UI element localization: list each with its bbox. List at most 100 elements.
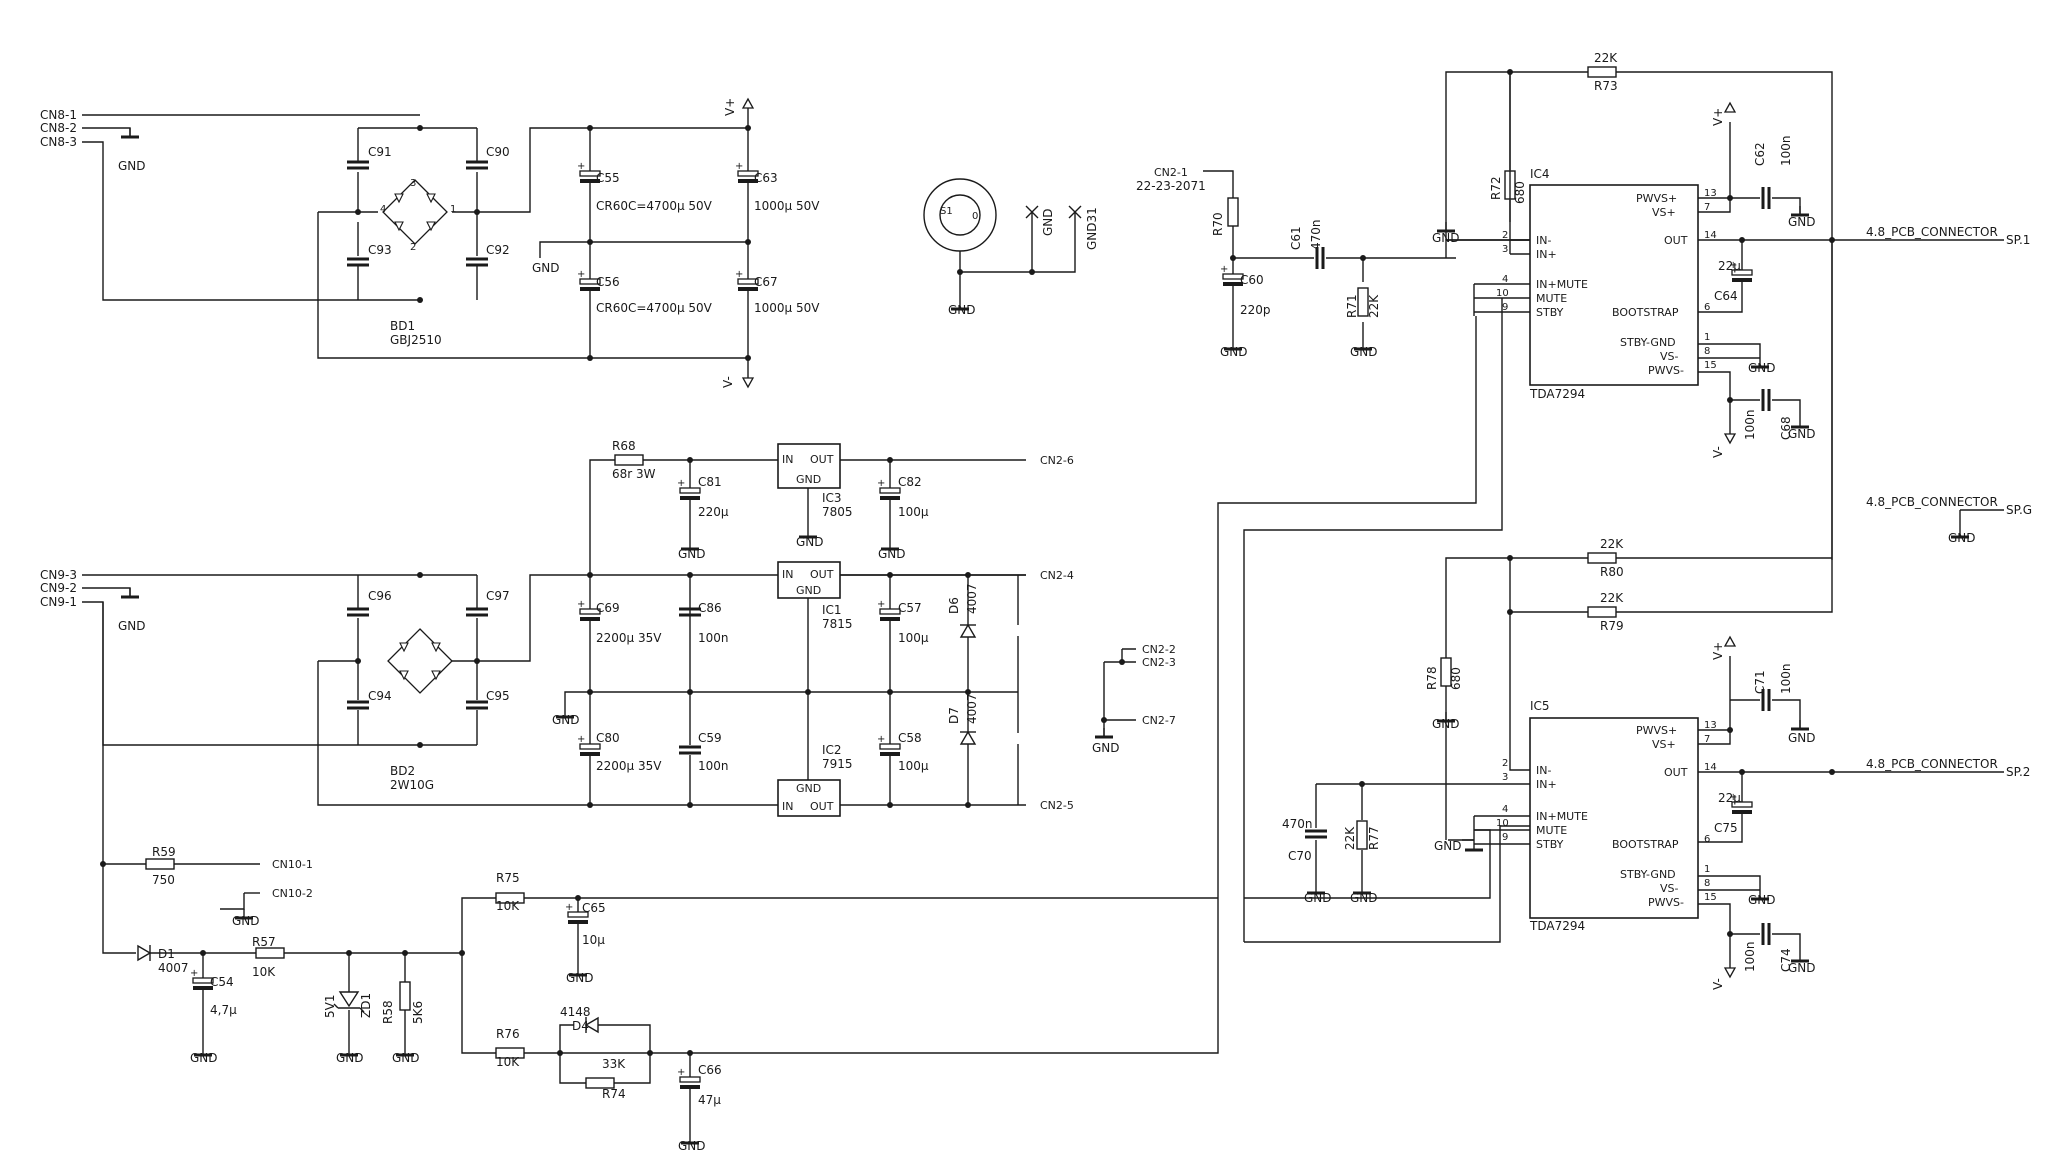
sp1-label: SP.1: [2006, 233, 2030, 247]
connector-sp2: 4.8_PCB_CONNECTOR: [1866, 757, 1998, 771]
ic1-value: 7815: [822, 617, 853, 631]
amplifier-ic4-section: CN2-1 22-23-2071 R70 C60 220p C61 470n R…: [1136, 51, 2030, 560]
c64-value: 22µ: [1718, 259, 1741, 273]
gnd-label: GND: [1434, 839, 1462, 853]
ic5-out: OUT: [1664, 766, 1688, 779]
ic1-in: IN: [782, 568, 793, 581]
gnd-label: GND: [796, 535, 824, 549]
ic4-pin-2: 2: [1502, 230, 1508, 241]
c86-value: 100n: [698, 631, 729, 645]
c65-value: 10µ: [582, 933, 605, 947]
ic5-pin-7: 7: [1704, 734, 1710, 745]
ic4-in-mute: IN+MUTE: [1536, 278, 1588, 291]
d6-ref: D6: [947, 597, 961, 614]
c58-ref: C58: [898, 731, 922, 745]
ic1-out: OUT: [810, 568, 834, 581]
gnd-label: GND: [190, 1051, 218, 1065]
ic4-in-minus: IN-: [1536, 234, 1551, 247]
gnd-label: GND: [1748, 361, 1776, 375]
c59-value: 100n: [698, 759, 729, 773]
gnd-label: GND: [1350, 345, 1378, 359]
cn9-2-label: CN9-2: [40, 581, 77, 595]
spg-label: SP.G: [2006, 503, 2032, 517]
c69-ref: C69: [596, 601, 620, 615]
r57-ref: R57: [252, 935, 276, 949]
cn2-5-label: CN2-5: [1040, 799, 1074, 812]
ic3-ref: IC3: [822, 491, 842, 505]
r79-ref: R79: [1600, 619, 1624, 633]
vplus-ic5: V+: [1711, 642, 1725, 660]
ic5-in-minus: IN-: [1536, 764, 1551, 777]
ic5-mute: MUTE: [1536, 824, 1567, 837]
ic4-vs-minus: VS-: [1660, 350, 1679, 363]
gnd-label: GND: [552, 713, 580, 727]
gnd-label: GND: [1748, 893, 1776, 907]
zd1-ref: ZD1: [359, 993, 373, 1018]
c61-ref: C61: [1289, 226, 1303, 250]
cn9-3-label: CN9-3: [40, 568, 77, 582]
r73-ref: R73: [1594, 79, 1618, 93]
ic5-pin-9: 9: [1502, 832, 1508, 843]
ic5-pin-13: 13: [1704, 720, 1717, 731]
c62-ref: C62: [1753, 142, 1767, 166]
ic4-pin-13: 13: [1704, 188, 1717, 199]
ic5-pin-10: 10: [1496, 818, 1509, 829]
c91-label: C91: [368, 145, 392, 159]
gnd-label: GND: [118, 619, 146, 633]
gnd-label: GND: [118, 159, 146, 173]
r78-value: 680: [1449, 667, 1463, 690]
c86-ref: C86: [698, 601, 722, 615]
r74-value: 33K: [602, 1057, 626, 1071]
ic3-gnd: GND: [796, 473, 821, 486]
r72-ref: R72: [1489, 176, 1503, 200]
r59-value: 750: [152, 873, 175, 887]
sp2-label: SP.2: [2006, 765, 2030, 779]
ic5-stby-gnd: STBY-GND: [1620, 868, 1676, 881]
gnd31-label: GND31: [1085, 207, 1099, 250]
r79-value: 22K: [1600, 591, 1624, 605]
gnd-label: GND: [1432, 717, 1460, 731]
rectifier-bd1-section: CN8-1 CN8-2 CN8-3 GND C91 C93 C90 C92 4 …: [40, 98, 820, 388]
ic3-in: IN: [782, 453, 793, 466]
c96-label: C96: [368, 589, 392, 603]
gnd-label: GND: [566, 971, 594, 985]
c60-value: 220p: [1240, 303, 1271, 317]
ic4-pwvs-plus: PWVS+: [1636, 192, 1677, 205]
ic4-stby-gnd: STBY-GND: [1620, 336, 1676, 349]
r68-value: 68r 3W: [612, 467, 656, 481]
ic4-pwvs-minus: PWVS-: [1648, 364, 1684, 377]
cn2-4-label: CN2-4: [1040, 569, 1074, 582]
vminus-top: V-: [721, 376, 735, 388]
c68-ref: C68: [1779, 416, 1793, 440]
gnd-label: GND: [1432, 231, 1460, 245]
c59-ref: C59: [698, 731, 722, 745]
ic5-pin-3: 3: [1502, 772, 1508, 783]
c62-value: 100n: [1779, 135, 1793, 166]
gnd-label: GND: [948, 303, 976, 317]
c57-ref: C57: [898, 601, 922, 615]
c56-value: CR60C=4700µ 50V: [596, 301, 713, 315]
ic5-pin-4: 4: [1502, 804, 1508, 815]
c75-ref: C75: [1714, 821, 1738, 835]
c80-ref: C80: [596, 731, 620, 745]
c82-ref: C82: [898, 475, 922, 489]
bd1-pin2: 2: [410, 242, 416, 253]
c68-value: 100n: [1743, 409, 1757, 440]
ic2-value: 7915: [822, 757, 853, 771]
c61-value: 470n: [1309, 219, 1323, 250]
ic5-vs-plus: VS+: [1652, 738, 1676, 751]
connector-spg: 4.8_PCB_CONNECTOR: [1866, 495, 1998, 509]
vminus-ic4: V-: [1711, 446, 1725, 458]
gnd-label: GND: [1788, 215, 1816, 229]
bd1-pin4: 4: [380, 204, 386, 215]
ic4-pin-6: 6: [1704, 302, 1710, 313]
gnd-label: GND: [1304, 891, 1332, 905]
s1-ref: S1: [940, 206, 953, 217]
gnd-label: GND: [1092, 741, 1120, 755]
c70-value: 470n: [1282, 817, 1313, 831]
ic4-pin-4: 4: [1502, 274, 1508, 285]
ic4-vs-plus: VS+: [1652, 206, 1676, 219]
cn8-2-label: CN8-2: [40, 121, 77, 135]
c71-value: 100n: [1779, 663, 1793, 694]
cn2-2-label: CN2-2: [1142, 643, 1176, 656]
